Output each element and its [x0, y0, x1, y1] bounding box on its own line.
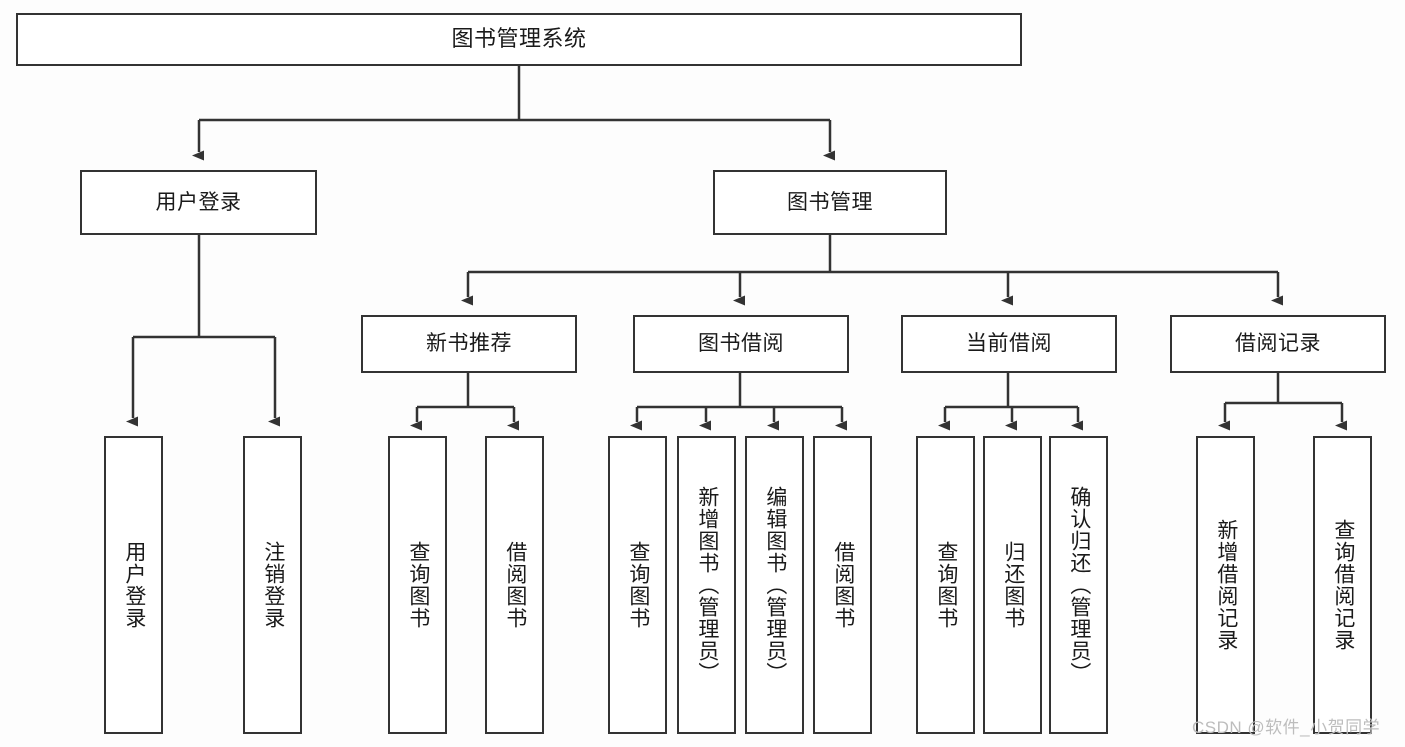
- node-label: 查询图书: [406, 541, 430, 629]
- node-label: 新增借阅记录: [1214, 519, 1238, 651]
- node-label: 新增图书（管理员）: [695, 486, 719, 684]
- node-label: 图书管理: [787, 190, 873, 214]
- watermark-text: CSDN @软件_小贺同学: [1192, 718, 1381, 737]
- node-label: 确认归还（管理员）: [1067, 486, 1091, 684]
- node-label: 借阅记录: [1235, 332, 1321, 356]
- leaf-query-borrow-record[interactable]: 查询借阅记录: [1313, 436, 1372, 734]
- node-book-borrow[interactable]: 图书借阅: [633, 315, 849, 373]
- node-book-management[interactable]: 图书管理: [713, 170, 947, 235]
- leaf-return-book[interactable]: 归还图书: [983, 436, 1042, 734]
- node-label: 用户登录: [155, 190, 242, 214]
- node-label: 编辑图书（管理员）: [763, 486, 787, 684]
- node-label: 新书推荐: [426, 332, 512, 356]
- leaf-user-login[interactable]: 用户登录: [104, 436, 163, 734]
- node-borrow-record[interactable]: 借阅记录: [1170, 315, 1386, 373]
- node-current-borrow[interactable]: 当前借阅: [901, 315, 1117, 373]
- leaf-query-book-current[interactable]: 查询图书: [916, 436, 975, 734]
- leaf-logout-login[interactable]: 注销登录: [243, 436, 302, 734]
- leaf-query-book-recommend[interactable]: 查询图书: [388, 436, 447, 734]
- node-label: 当前借阅: [966, 332, 1052, 356]
- leaf-query-book-borrow[interactable]: 查询图书: [608, 436, 667, 734]
- node-label: 借阅图书: [503, 541, 527, 629]
- node-label: 借阅图书: [831, 541, 855, 629]
- node-label: 查询图书: [626, 541, 650, 629]
- leaf-add-book-admin[interactable]: 新增图书（管理员）: [677, 436, 736, 734]
- node-label: 用户登录: [122, 541, 146, 629]
- leaf-edit-book-admin[interactable]: 编辑图书（管理员）: [745, 436, 804, 734]
- leaf-borrow-book-recommend[interactable]: 借阅图书: [485, 436, 544, 734]
- node-user-login[interactable]: 用户登录: [80, 170, 317, 235]
- node-label: 图书借阅: [698, 332, 784, 356]
- node-label: 注销登录: [261, 541, 285, 629]
- node-label: 归还图书: [1001, 541, 1025, 629]
- leaf-add-borrow-record[interactable]: 新增借阅记录: [1196, 436, 1255, 734]
- node-label: 查询借阅记录: [1331, 519, 1355, 651]
- node-label: 图书管理系统: [451, 26, 587, 52]
- node-label: 查询图书: [934, 541, 958, 629]
- node-new-book-recommend[interactable]: 新书推荐: [361, 315, 577, 373]
- node-root-book-management-system[interactable]: 图书管理系统: [16, 13, 1022, 66]
- leaf-confirm-return-admin[interactable]: 确认归还（管理员）: [1049, 436, 1108, 734]
- leaf-borrow-book[interactable]: 借阅图书: [813, 436, 872, 734]
